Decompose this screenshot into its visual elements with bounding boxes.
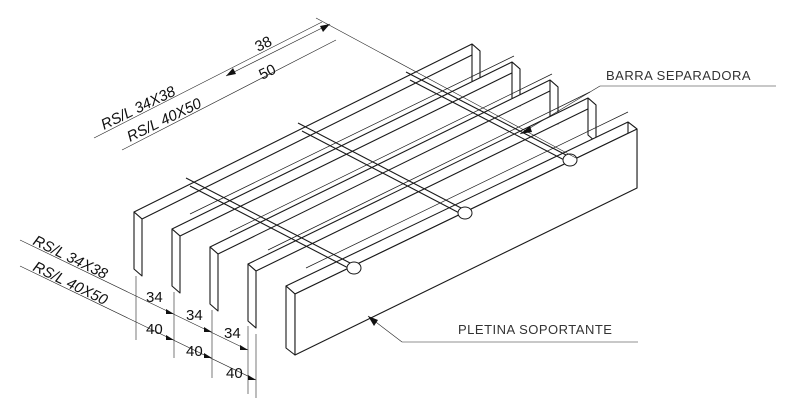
cross-rods (185, 71, 578, 275)
front-dim-a-2: 34 (186, 307, 203, 324)
bearing-bar-callout: PLETINA SOPORTANTE (367, 315, 638, 343)
bearing-bar-2 (171, 61, 521, 294)
front-dim-b-3: 40 (226, 365, 243, 382)
bearing-bar-3 (209, 79, 559, 312)
spacer-bar-label: BARRA SEPARADORA (606, 68, 751, 83)
top-dim-value-a: 38 (252, 33, 274, 56)
front-dim-b-1: 40 (146, 321, 163, 338)
front-dim-a-3: 34 (224, 325, 241, 342)
top-dim-value-b: 50 (256, 61, 278, 84)
front-dim-b-2: 40 (186, 343, 203, 360)
front-dim-a-1: 34 (146, 289, 163, 306)
top-dimension: 38 50 RS/L 34X38 RS/L 40X50 (93, 17, 577, 159)
bearing-bar-1 (133, 43, 481, 277)
bearing-bar-label: PLETINA SOPORTANTE (458, 322, 612, 337)
spacer-bar-callout: BARRA SEPARADORA (519, 68, 776, 135)
bearing-bar-4 (247, 97, 597, 329)
secondary-rods (189, 55, 629, 269)
